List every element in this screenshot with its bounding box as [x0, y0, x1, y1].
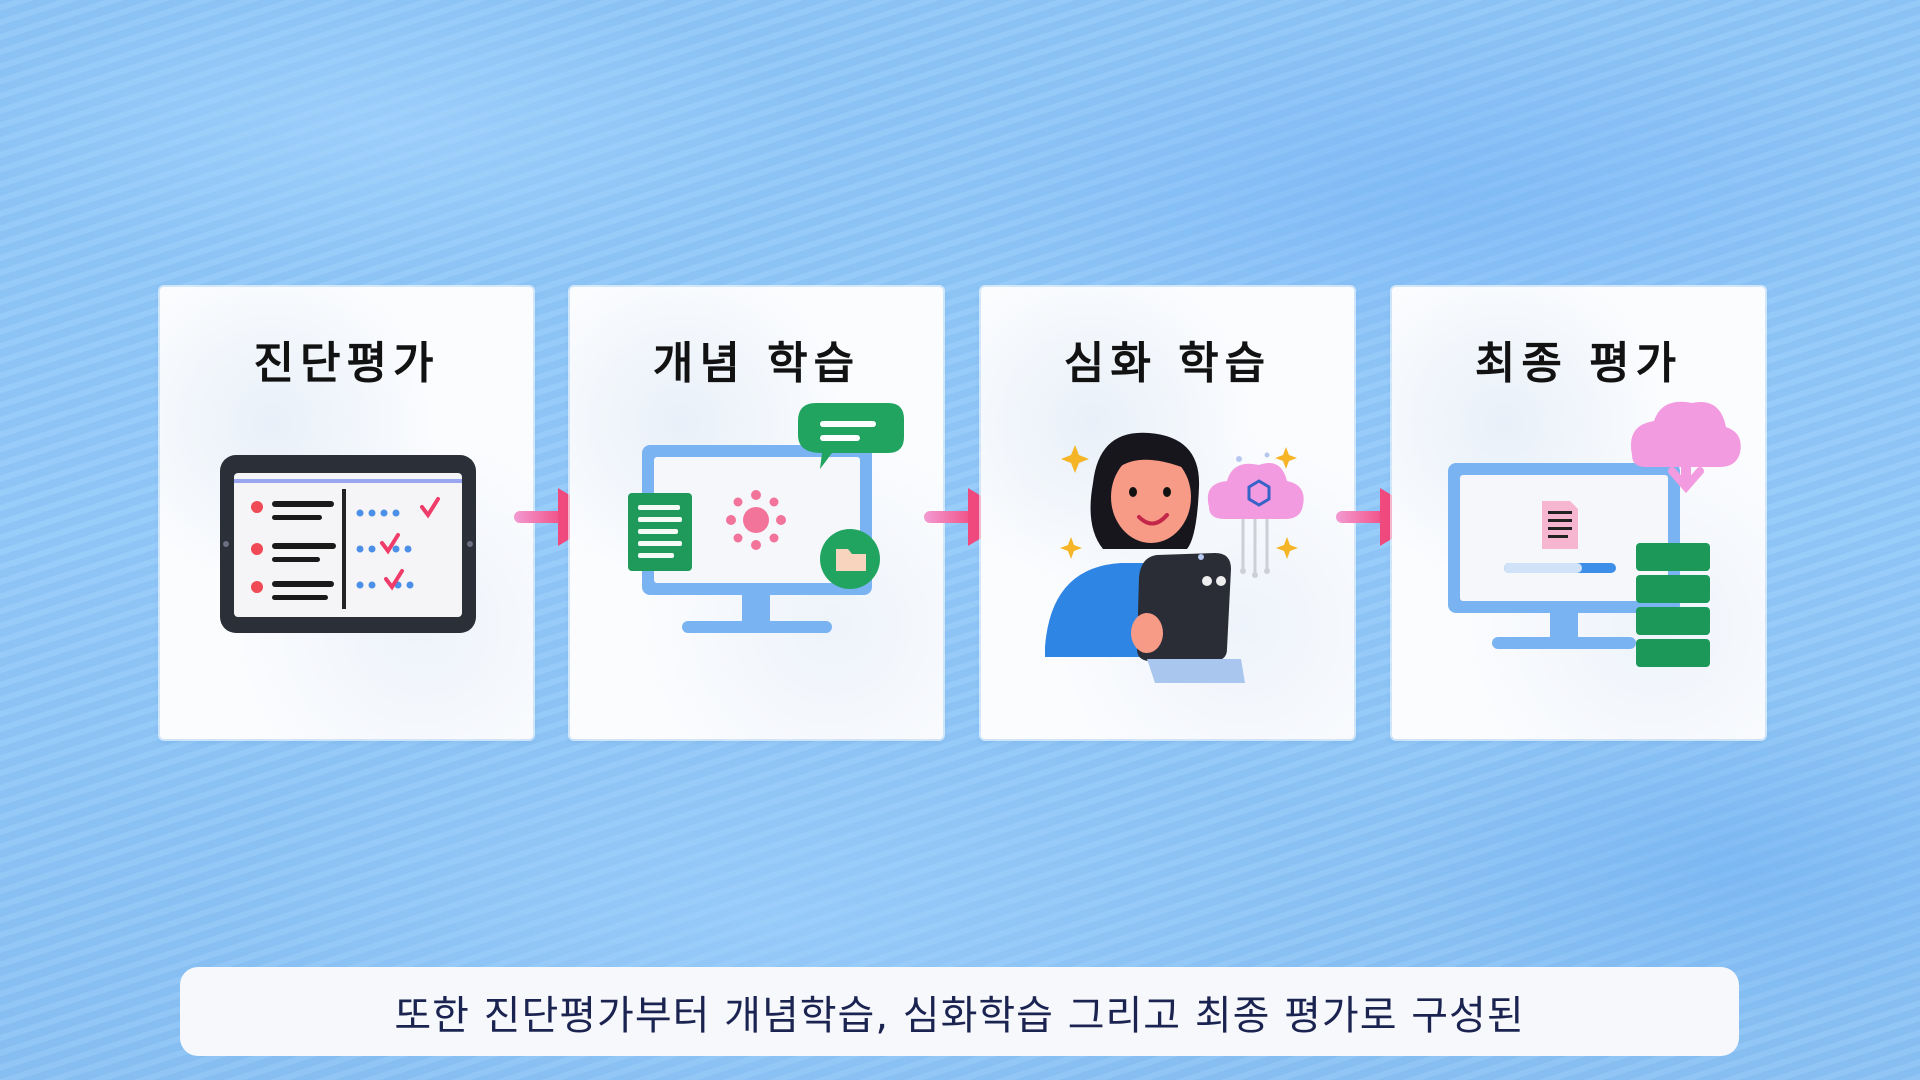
tablet-checklist-icon	[220, 455, 476, 633]
step-card-diagnostic: 진단평가	[160, 287, 533, 739]
step-card-final: 최종 평가	[1392, 287, 1765, 739]
monitor-cloud-database-icon	[1448, 401, 1741, 667]
step-title: 개념 학습	[652, 338, 861, 389]
step-title: 심화 학습	[1063, 338, 1272, 389]
student-ai-tablet-icon	[1045, 432, 1304, 683]
monitor-concepts-icon	[628, 403, 904, 633]
step-title: 진단평가	[253, 338, 440, 389]
step-title: 최종 평가	[1474, 338, 1683, 389]
step-card-concept: 개념 학습	[570, 287, 943, 739]
subtitle-caption: 또한 진단평가부터 개념학습, 심화학습 그리고 최종 평가로 구성된	[180, 967, 1739, 1056]
step-card-advanced: 심화 학습	[981, 287, 1354, 739]
subtitle-text: 또한 진단평가부터 개념학습, 심화학습 그리고 최종 평가로 구성된	[394, 992, 1525, 1039]
